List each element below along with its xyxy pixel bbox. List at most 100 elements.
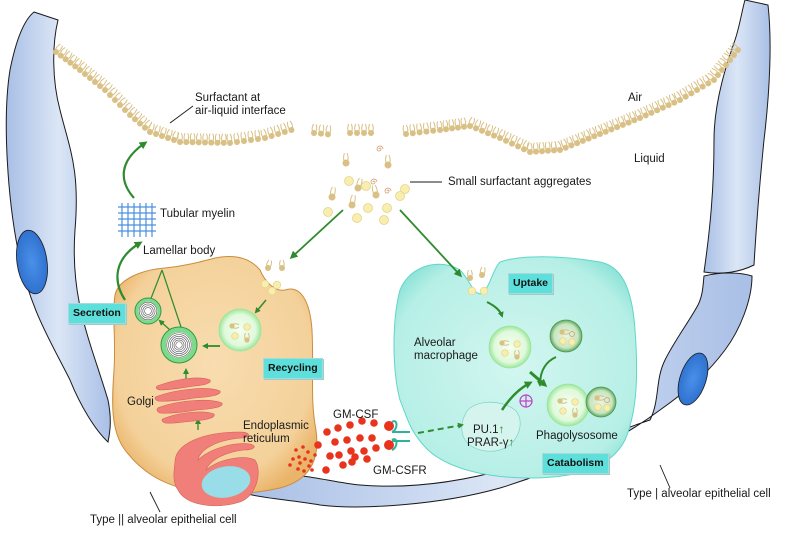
tubular-myelin-icon	[118, 203, 156, 237]
arrow-lysosome-to-phagolysosome	[537, 356, 557, 387]
lipid-molecule	[368, 123, 374, 136]
lipid-molecule	[87, 69, 98, 81]
gm-csf-particle	[358, 417, 366, 425]
arrow-recycling-uptake	[254, 299, 267, 314]
gm-csf-particle	[370, 419, 378, 427]
lipid-molecule	[657, 98, 666, 111]
lipid-molecule	[566, 136, 575, 149]
gm-csf-particle-small	[307, 464, 311, 468]
lipid-molecule	[177, 132, 183, 145]
lipid-molecule	[717, 57, 729, 68]
lipid-molecule	[594, 124, 603, 137]
lipid-molecule	[220, 133, 227, 146]
gm-csfr-label: GM-CSFR	[373, 465, 427, 477]
lipid-molecule	[713, 62, 725, 73]
arrow-nucleus-to-catabolism	[500, 381, 533, 411]
air-label: Air	[628, 92, 643, 104]
lipid-molecule	[371, 184, 380, 199]
lipid-molecule	[409, 123, 416, 137]
lipid-molecule	[544, 141, 551, 154]
lipid-molecule	[521, 140, 530, 153]
er-label-line2: reticulum	[243, 433, 290, 445]
lipid-molecule	[612, 117, 621, 131]
lipid-molecule	[429, 121, 437, 134]
lipid-molecule	[577, 131, 586, 144]
gm-csf-particle	[346, 421, 354, 429]
gm-csf-particle	[347, 447, 355, 455]
prar-up-arrow-icon: ↑	[508, 437, 515, 449]
endosome-vesicle-icon	[218, 308, 262, 352]
lipid-molecule	[491, 126, 500, 139]
prar-text: PRAR-γ	[467, 437, 509, 449]
activation-plus-icon	[519, 394, 533, 408]
lipid-molecule	[244, 332, 250, 343]
gm-csf-particle-small	[291, 457, 295, 461]
gm-csf-particle	[334, 424, 342, 432]
er-label-line1: Endoplasmic	[243, 420, 309, 432]
lipid-molecule	[460, 117, 467, 130]
gm-csf-particle-small	[297, 455, 301, 459]
lipid-molecule	[467, 269, 473, 281]
lipid-molecule	[696, 77, 706, 90]
lipid-molecule	[663, 96, 672, 109]
surfactant-interface-label: Surfactant at air-liquid interface	[195, 92, 286, 118]
golgi-apparatus	[154, 377, 223, 424]
lipid-molecule	[436, 120, 443, 133]
lipid-molecule	[53, 43, 63, 55]
secretion-box: Secretion	[68, 303, 126, 324]
left-type1-nucleus	[16, 229, 48, 295]
gm-csf-particle-small	[310, 468, 314, 472]
lipid-molecule	[354, 177, 363, 192]
gm-csf-particle	[348, 458, 356, 466]
arrow-gmcsfr-to-nucleus	[417, 422, 464, 434]
lipid-molecule	[651, 101, 661, 114]
lipid-molecule	[572, 133, 581, 147]
lipid-molecule	[142, 119, 153, 131]
lipid-molecule	[325, 125, 332, 138]
lipid-molecule	[499, 340, 510, 346]
lipid-molecule	[102, 82, 113, 93]
lipid-molecule	[165, 128, 173, 141]
lipid-molecule	[92, 73, 103, 85]
vesicle-particle	[363, 203, 373, 213]
lipid-molecule	[721, 52, 733, 63]
endoplasmic-reticulum	[173, 431, 259, 507]
lipid-molecule	[416, 123, 423, 136]
pu1-text: PU.1	[473, 424, 499, 436]
lipid-molecule	[122, 102, 133, 113]
lipid-molecule	[347, 123, 353, 136]
lipid-molecule	[454, 118, 461, 131]
lipid-molecule	[384, 154, 392, 169]
lipid-molecule	[705, 72, 717, 83]
lipid-molecule	[479, 121, 488, 134]
lipid-molecule	[629, 111, 638, 124]
lamellar-body-label: Lamellar body	[143, 245, 216, 257]
gm-csf-particle	[322, 466, 330, 474]
lipid-molecule	[503, 131, 512, 144]
lamellar-body-icon	[160, 326, 198, 364]
lipid-molecule	[208, 133, 215, 146]
right-type1-cell-upper	[703, 0, 771, 274]
surfactant-label-line2: air-liquid interface	[195, 105, 286, 117]
lipid-molecule	[153, 124, 161, 137]
lipid-molecule	[589, 127, 598, 140]
lipid-molecule	[77, 61, 88, 73]
lipid-molecule	[423, 122, 430, 135]
lipid-molecule	[617, 115, 626, 128]
catabolism-box: Catabolism	[542, 453, 609, 474]
arrow-lamellar-to-secretion	[158, 319, 171, 331]
macrophage-uptake-particles	[467, 266, 489, 296]
vesicle-particle	[352, 213, 362, 223]
lipid-molecule	[448, 119, 455, 132]
lamellar-bodies	[134, 297, 198, 364]
lipid-molecule	[532, 142, 539, 155]
gm-csf-particle-small	[296, 467, 300, 471]
surfactant-monolayer	[53, 42, 741, 155]
lipid-molecule	[342, 152, 350, 167]
lipid-molecule	[514, 349, 520, 360]
lipid-molecule	[117, 97, 128, 108]
lipid-molecule	[57, 47, 68, 59]
leader-type2	[149, 491, 161, 513]
lipid-molecule	[260, 128, 268, 141]
gm-csf-particle	[323, 428, 331, 436]
